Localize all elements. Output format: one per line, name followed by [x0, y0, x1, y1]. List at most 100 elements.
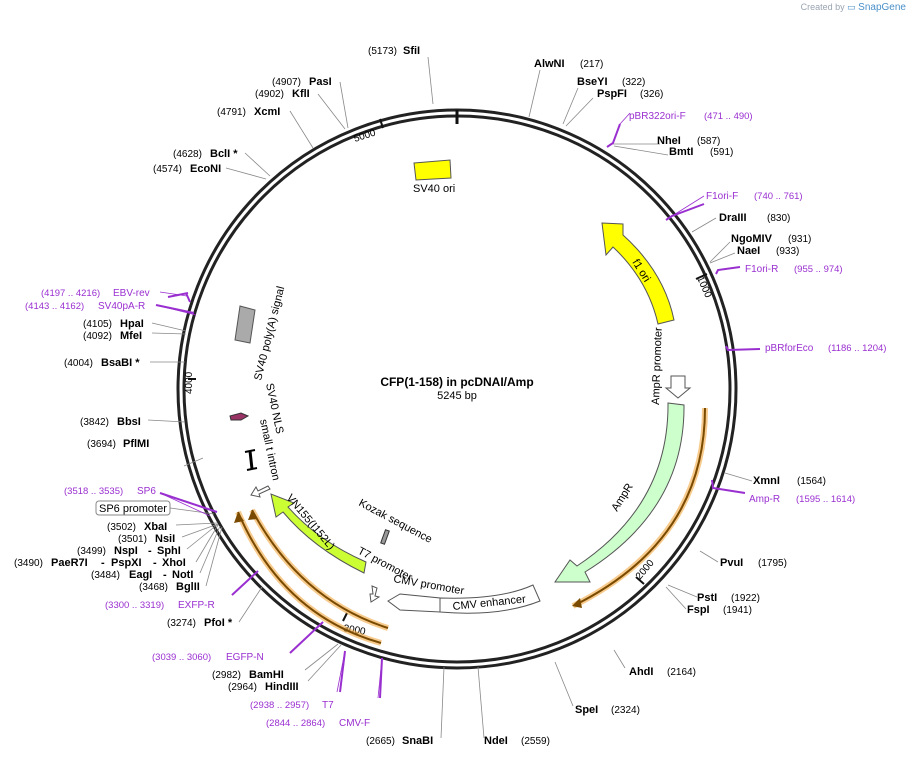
site-name-hindiii[interactable]: HindIII [265, 681, 299, 693]
site-pos-draiii: (830) [767, 213, 790, 224]
primer-name-sp6[interactable]: SP6 [137, 486, 156, 497]
site-name-ndei[interactable]: NdeI [484, 735, 508, 747]
site-name-ahdi[interactable]: AhdI [629, 666, 653, 678]
site-name-fspi[interactable]: FspI [687, 604, 710, 616]
feature-f1-ori[interactable] [601, 222, 675, 325]
site-name-sfii[interactable]: SfiI [403, 45, 420, 57]
site-sep-pspxi: - [153, 557, 157, 569]
vn155-orf-arrowhead-inner [248, 510, 258, 520]
feature-label-sv40-ori: SV40 ori [413, 183, 455, 195]
feature-sv40-polya-signal[interactable] [234, 305, 256, 344]
feature-cmv-promoter[interactable] [387, 593, 441, 613]
primer-name-f1ori-r[interactable]: F1ori-R [745, 264, 778, 275]
site-name-bbsi[interactable]: BbsI [117, 416, 141, 428]
site-name-pspfi[interactable]: PspFI [597, 88, 627, 100]
site-name-sphi[interactable]: SphI [157, 545, 181, 557]
primer-leader-lines [155, 112, 705, 699]
feature-sv40-ori[interactable] [413, 159, 452, 181]
site-name-bsabi[interactable]: BsaBI * [101, 357, 140, 369]
feature-kozak-sequence[interactable] [380, 529, 390, 545]
site-name-bglii[interactable]: BglII [176, 581, 200, 593]
site-name-kfli[interactable]: KflI [292, 88, 310, 100]
primer-labels: pBR322ori-F (471 .. 490) F1ori-F (740 ..… [25, 111, 886, 729]
site-name-bcli[interactable]: BclI * [210, 148, 238, 160]
site-name-psti[interactable]: PstI [697, 592, 717, 604]
sp6-promoter-leader [169, 507, 215, 515]
primer-name-ebv-rev[interactable]: EBV-rev [113, 288, 150, 299]
site-pos-paer7i: (3490) [14, 558, 43, 569]
site-pos-hpai: (4105) [83, 319, 112, 330]
site-pos-pflmi: (3694) [87, 439, 116, 450]
primer-range-t7: (2938 .. 2957) [250, 700, 309, 711]
site-name-xmni[interactable]: XmnI [753, 475, 780, 487]
feature-sp6-promoter[interactable] [250, 485, 271, 498]
site-pos-bseyi: (322) [622, 77, 645, 88]
site-name-pasi[interactable]: PasI [309, 76, 332, 88]
site-name-draiii[interactable]: DraIII [719, 212, 747, 224]
feature-ampr-promoter[interactable] [664, 375, 692, 399]
primer-name-sv40pa-r[interactable]: SV40pA-R [98, 301, 145, 312]
tick-label-1000: 1000 [694, 275, 713, 300]
site-pos-kfli: (4902) [255, 89, 284, 100]
site-name-alwni[interactable]: AlwNI [534, 58, 565, 70]
site-pos-fspi: (1941) [723, 605, 752, 616]
site-sep-paer7i: - [101, 557, 105, 569]
site-name-bmti[interactable]: BmtI [669, 146, 693, 158]
site-name-mfei[interactable]: MfeI [120, 330, 142, 342]
feature-small-t-intron[interactable] [244, 449, 258, 471]
site-pos-pasi: (4907) [272, 77, 301, 88]
vn155-orf-line-outer [237, 511, 382, 644]
site-name-pvui[interactable]: PvuI [720, 557, 743, 569]
feature-t7-promoter[interactable] [369, 585, 381, 603]
site-name-noti[interactable]: NotI [172, 569, 193, 581]
primer-range-pbrforeco: (1186 .. 1204) [828, 343, 886, 354]
site-name-naei[interactable]: NaeI [737, 245, 760, 257]
site-sep-nspi: - [148, 545, 152, 557]
site-pos-eagi: (3484) [91, 570, 120, 581]
site-name-nsii[interactable]: NsiI [155, 533, 175, 545]
ampr-orf-arrowhead [572, 598, 582, 608]
feature-ampr[interactable] [554, 402, 685, 583]
site-name-bseyi[interactable]: BseYI [577, 76, 608, 88]
feature-vn155[interactable] [270, 493, 367, 574]
feature-sv40-nls[interactable] [229, 412, 250, 421]
site-pos-bbsi: (3842) [80, 417, 109, 428]
site-name-pfoi[interactable]: PfoI * [204, 617, 233, 629]
site-pos-ndei: (2559) [521, 736, 550, 747]
feature-cmv-enhancer[interactable] [439, 584, 541, 614]
site-name-spei[interactable]: SpeI [575, 704, 598, 716]
site-name-nspi[interactable]: NspI [114, 545, 138, 557]
site-pos-pspfi: (326) [640, 89, 663, 100]
primer-name-exfp-r[interactable]: EXFP-R [178, 600, 215, 611]
site-name-xbai[interactable]: XbaI [144, 521, 167, 533]
site-name-snabi[interactable]: SnaBI [402, 735, 433, 747]
primer-name-cmv-f[interactable]: CMV-F [339, 718, 370, 729]
site-name-nhei[interactable]: NheI [657, 135, 681, 147]
primer-name-t7[interactable]: T7 [322, 700, 334, 711]
primer-name-egfp-n[interactable]: EGFP-N [226, 652, 264, 663]
site-pos-sfii: (5173) [368, 46, 397, 57]
site-name-xhoi[interactable]: XhoI [162, 557, 186, 569]
site-name-eagi[interactable]: EagI [129, 569, 152, 581]
feature-label-kozak-sequence: Kozak sequence [357, 497, 434, 546]
primer-range-f1ori-r: (955 .. 974) [794, 264, 843, 275]
site-name-pflmi[interactable]: PflMI [123, 438, 149, 450]
site-name-ngomiv[interactable]: NgoMIV [731, 233, 773, 245]
plasmid-length: 5245 bp [437, 390, 477, 402]
site-name-hpai[interactable]: HpaI [120, 318, 144, 330]
site-pos-xmni: (1564) [797, 476, 826, 487]
site-pos-bglii: (3468) [139, 582, 168, 593]
site-name-bamhi[interactable]: BamHI [249, 669, 284, 681]
plasmid-name: CFP(1-158) in pcDNAI/Amp [380, 375, 533, 389]
site-name-econi[interactable]: EcoNI [190, 163, 221, 175]
primer-name-f1ori-f[interactable]: F1ori-F [706, 191, 738, 202]
primer-name-amp-r[interactable]: Amp-R [749, 494, 780, 505]
site-name-paer7i[interactable]: PaeR7I [51, 557, 88, 569]
primer-range-egfp-n: (3039 .. 3060) [152, 652, 211, 663]
primer-name-pbrforeco[interactable]: pBRforEco [765, 343, 814, 354]
primer-name-pbr322ori-f[interactable]: pBR322ori-F [629, 111, 686, 122]
site-pos-hindiii: (2964) [228, 682, 257, 693]
site-name-xcmi[interactable]: XcmI [254, 106, 280, 118]
site-name-pspxi[interactable]: PspXI [111, 557, 142, 569]
